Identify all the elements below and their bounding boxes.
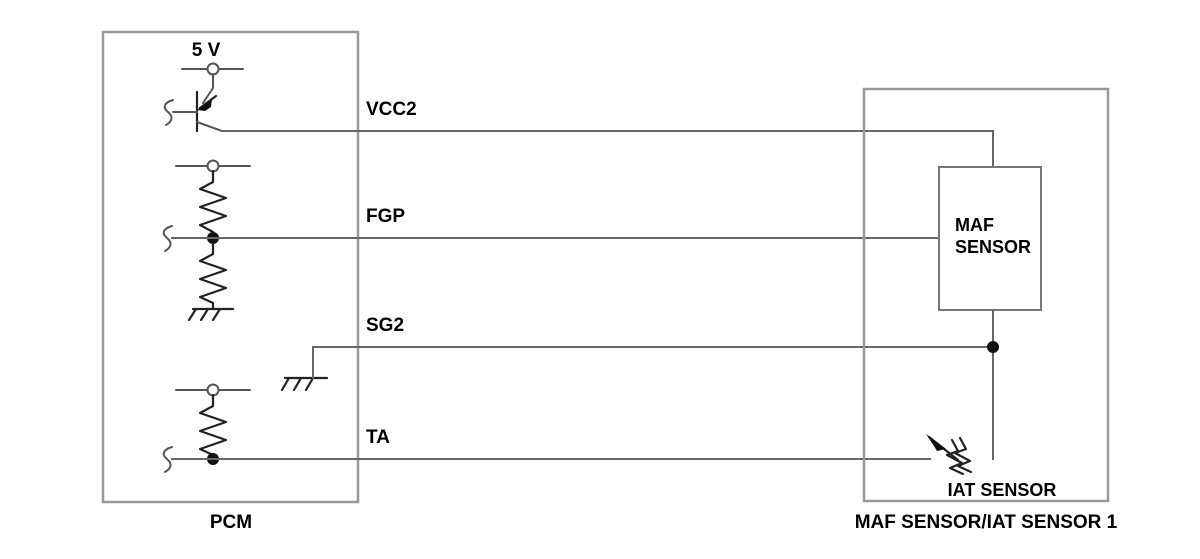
supply-voltage-label: 5 V xyxy=(192,40,221,61)
thermistor-zigzag-2 xyxy=(953,436,973,474)
fgp-divider-circuit xyxy=(162,159,251,322)
supply-terminal-vcc2 xyxy=(206,62,220,76)
signal-label-fgp: FGP xyxy=(366,206,405,227)
resistor-fgp-pullup xyxy=(198,169,228,240)
maf-sensor-box xyxy=(938,166,1042,311)
sensor-assembly-caption: MAF SENSOR/IAT SENSOR 1 xyxy=(855,512,1118,533)
thermistor-arrow-head xyxy=(926,434,946,451)
vcc2-driver-circuit xyxy=(163,62,244,133)
ground-symbol-fgp xyxy=(187,307,235,322)
transistor-emitter-arrow xyxy=(197,99,212,111)
ta-pullup-circuit xyxy=(162,383,251,473)
iat-sensor-thermistor xyxy=(926,434,973,476)
resistor-fgp-pulldown xyxy=(198,242,228,311)
sensor-assembly-box xyxy=(862,87,1110,503)
maf-sensor-label-line2: SENSOR xyxy=(955,237,1031,257)
supply-terminal-fgp xyxy=(206,159,220,173)
ground-hatch-1-sg2 xyxy=(280,376,291,392)
iat-sensor-caption: IAT SENSOR xyxy=(948,480,1057,500)
transistor-collector-lead xyxy=(196,121,223,132)
resistor-ta-pullup xyxy=(198,393,228,461)
connector-hook-fgp xyxy=(162,225,173,252)
vcc2-collector-wire xyxy=(202,73,214,104)
ground-hatch-2-sg2 xyxy=(292,376,303,392)
signal-label-ta: TA xyxy=(366,427,390,448)
connector-hook-vcc2 xyxy=(163,99,174,126)
signal-label-sg2: SG2 xyxy=(366,315,404,336)
thermistor-zigzag xyxy=(945,438,965,476)
supply-terminal-ta xyxy=(206,383,220,397)
wire-vcc2 xyxy=(221,130,994,168)
ground-hatch-3-sg2 xyxy=(304,376,315,392)
junction-dot-sg2-sensor xyxy=(987,341,999,353)
wire-sg2 xyxy=(312,346,994,379)
pcm-caption: PCM xyxy=(210,512,252,533)
pcm-box xyxy=(101,30,360,504)
sg2-ground-circuit xyxy=(280,376,329,392)
signal-label-vcc2: VCC2 xyxy=(366,99,417,120)
maf-sensor-label-line1: MAF xyxy=(955,215,994,235)
connector-hook-ta xyxy=(162,446,173,473)
